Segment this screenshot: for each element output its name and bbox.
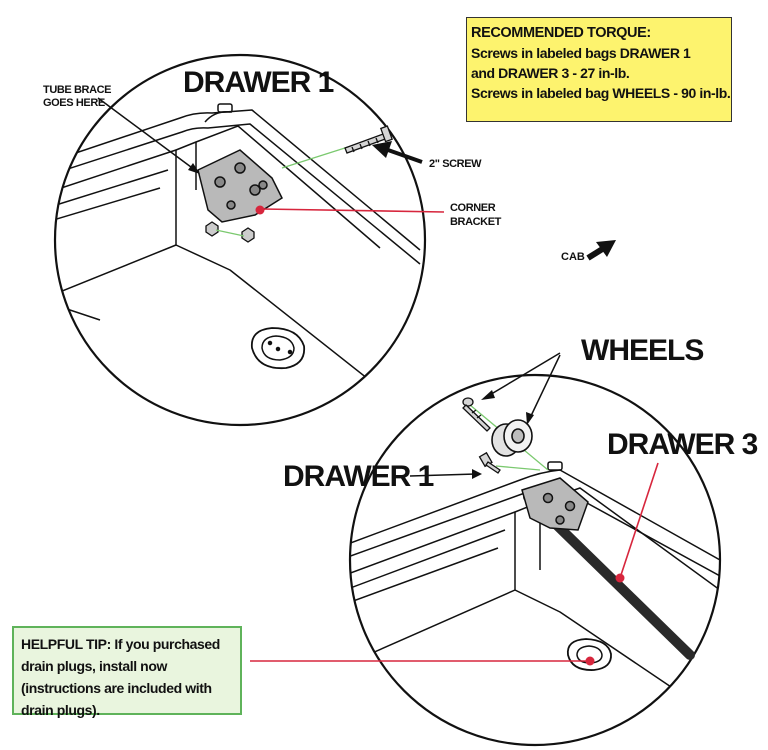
drawer-3-label: DRAWER 3 xyxy=(607,428,758,461)
nut-icon xyxy=(205,221,255,243)
screw-2in-icon xyxy=(344,125,393,154)
torque-title: RECOMMENDED TORQUE: xyxy=(471,25,651,41)
corner-bracket-label: CORNER BRACKET xyxy=(450,202,502,228)
screw-arrow xyxy=(372,141,423,164)
wheel-bolt-icon xyxy=(462,397,491,432)
wheels-arrows xyxy=(481,352,561,425)
cab-label: CAB xyxy=(561,251,585,263)
torque-line-2: and DRAWER 3 - 27 in-lb. xyxy=(471,65,630,81)
drawer-3-callout xyxy=(615,462,659,583)
bottom-detail-view xyxy=(348,373,722,747)
recommended-torque-box: RECOMMENDED TORQUE: Screws in labeled ba… xyxy=(466,17,732,122)
corner-bracket xyxy=(197,149,283,223)
top-detail-view xyxy=(53,53,427,427)
helpful-tip-text: If you purchased drain plugs, install no… xyxy=(21,636,220,718)
tube-brace-arrow xyxy=(97,97,200,174)
wheels-label: WHEELS xyxy=(581,334,703,367)
drawer-1-bottom-label: DRAWER 1 xyxy=(283,460,434,493)
drawer-1-arrow xyxy=(409,469,482,479)
cab-arrow-icon xyxy=(586,240,616,261)
drawer1-screw-icon xyxy=(478,451,501,474)
screw-2in-label: 2" SCREW xyxy=(429,158,482,170)
helpful-tip-label: HELPFUL TIP: xyxy=(21,636,111,652)
helpful-tip-box: HELPFUL TIP: If you purchased drain plug… xyxy=(12,626,242,718)
corner-bracket-callout xyxy=(255,205,445,215)
torque-line-1: Screws in labeled bags DRAWER 1 xyxy=(471,45,691,61)
drain-plug-callout xyxy=(250,656,595,666)
torque-line-3: Screws in labeled bag WHEELS - 90 in-lb. xyxy=(471,85,731,101)
drawer-1-top-label: DRAWER 1 xyxy=(183,66,334,99)
bracket-bottom xyxy=(521,477,589,531)
wheel-icon xyxy=(491,419,533,457)
tube-brace-label: TUBE BRACE GOES HERE xyxy=(43,84,114,109)
